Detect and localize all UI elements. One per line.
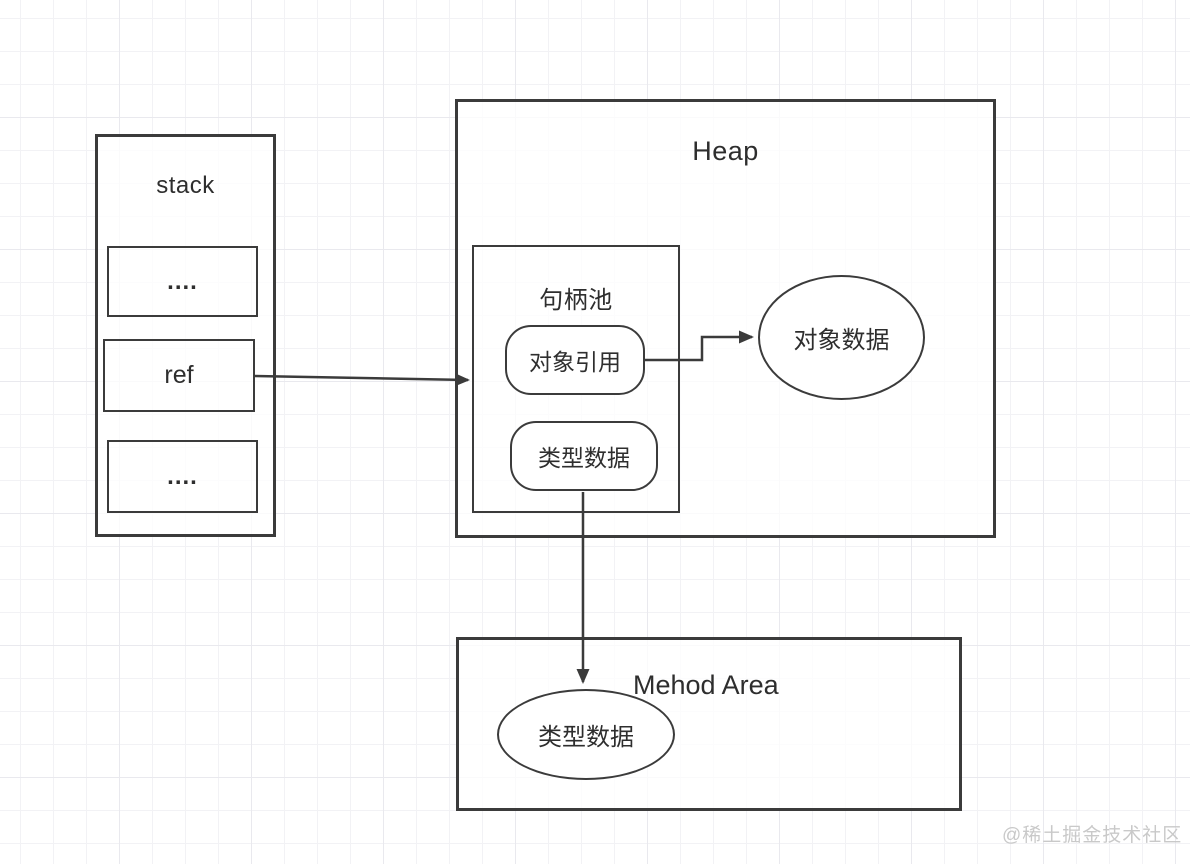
stack-slot-top: .... (107, 246, 258, 317)
method-area-type-data-ellipse: 类型数据 (497, 689, 675, 780)
object-data-ellipse: 对象数据 (758, 275, 925, 400)
stack-slot-bottom: .... (107, 440, 258, 513)
method-area-title: Mehod Area (633, 670, 779, 700)
object-reference-pill: 对象引用 (505, 325, 645, 395)
stack-title: stack (156, 172, 215, 199)
handle-pool-title: 句柄池 (539, 287, 613, 314)
type-data-pill: 类型数据 (510, 421, 658, 491)
method-area-box (456, 637, 962, 811)
stack-box (95, 134, 276, 537)
heap-title: Heap (692, 136, 759, 166)
arrow-ref-to-handle-pool (254, 373, 470, 387)
watermark: @稀土掘金技术社区 (1002, 825, 1183, 846)
handle-pool-box (472, 245, 680, 513)
stack-slot-ref: ref (103, 339, 255, 412)
